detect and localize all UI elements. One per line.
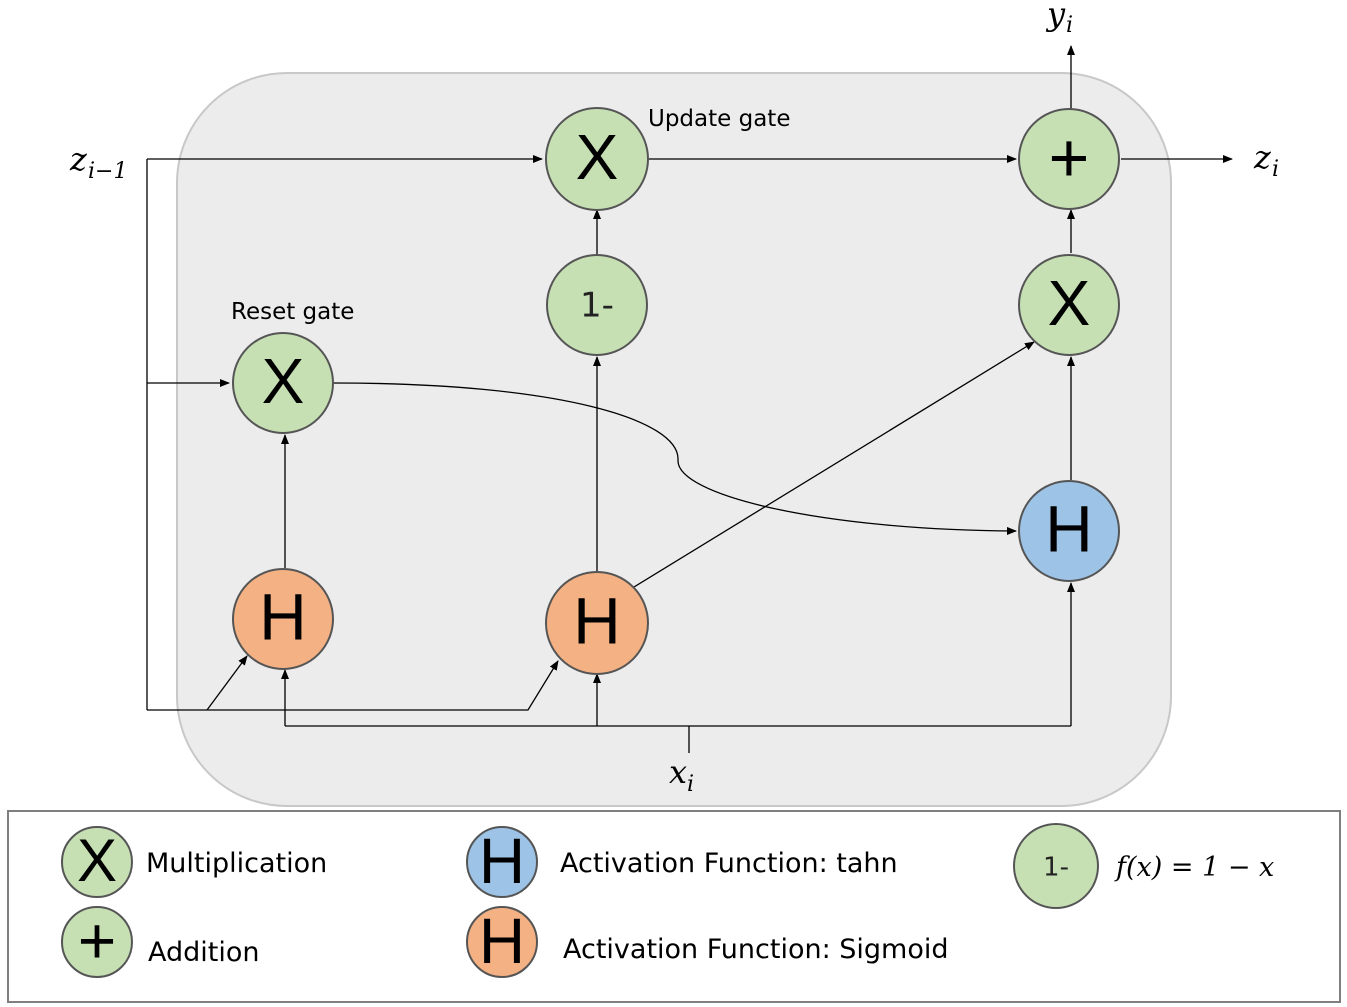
activation-icon: H: [259, 579, 307, 653]
y-out-label: y i: [1045, 0, 1073, 38]
legend-one-minus-circle: [1013, 823, 1099, 909]
node-one-minus: 1-: [546, 254, 648, 356]
z-prev-label: z i−1: [69, 140, 127, 184]
multiply-icon: X: [77, 827, 117, 894]
node-right-mult: X: [1018, 254, 1120, 356]
bus-to-sigmoid-reset: [206, 655, 248, 711]
y-out-symbol: y: [1045, 0, 1066, 33]
activation-icon: H: [573, 583, 621, 657]
node-tanh: H: [1018, 480, 1120, 582]
legend-tanh-circle: [466, 826, 538, 898]
right-mult-circle: [1018, 254, 1120, 356]
reset-gate-label: Reset gate: [231, 299, 354, 325]
update-mult-circle: [545, 107, 649, 211]
gru-cell-box: [176, 72, 1172, 807]
multiply-icon: X: [1048, 267, 1091, 339]
plus-icon: +: [78, 903, 117, 977]
legend-mult-circle: [61, 826, 133, 898]
legend-box: [7, 810, 1341, 1003]
legend-multiplication: X Multiplication: [61, 826, 327, 898]
activation-icon: H: [479, 825, 525, 897]
z-prev-subscript: i−1: [88, 159, 127, 184]
reset-mult-circle: [232, 332, 334, 434]
legend-tanh-label: Activation Function: tahn: [560, 848, 898, 879]
x-in-symbol: x: [669, 753, 687, 791]
legend-add-label: Addition: [148, 937, 260, 968]
one-minus-icon: 1-: [1043, 853, 1069, 883]
activation-icon: H: [479, 905, 525, 977]
connections: [146, 45, 1233, 753]
z-out-subscript: i: [1272, 157, 1279, 182]
node-update-mult: X: [545, 107, 649, 211]
z-out-label: z i: [1253, 138, 1279, 182]
x-in-subscript: i: [687, 772, 694, 797]
sigmoid-update-to-right-mult: [633, 341, 1035, 588]
tanh-circle: [1018, 480, 1120, 582]
multiply-icon: X: [262, 345, 305, 417]
legend-mult-label: Multiplication: [146, 848, 327, 879]
update-gate-label: Update gate: [648, 106, 790, 132]
legend-one-minus: 1- f(x) = 1 − x: [1013, 823, 1274, 909]
legend-sigmoid-label: Activation Function: Sigmoid: [563, 934, 949, 965]
one-minus-icon: 1-: [580, 286, 614, 326]
activation-icon: H: [1045, 491, 1093, 565]
reset-mult-to-tanh: [333, 382, 1017, 535]
legend-add-circle: [61, 906, 133, 978]
legend-addition: + Addition: [61, 903, 260, 978]
legend-tanh: H Activation Function: tahn: [466, 825, 898, 898]
node-sigmoid-update: H: [545, 571, 649, 675]
legend: X Multiplication + Addition H Activation…: [7, 810, 1341, 1003]
node-reset-mult: X: [232, 332, 334, 434]
node-sigmoid-reset: H: [232, 568, 334, 670]
z-out-symbol: z: [1253, 138, 1272, 176]
z-prev-symbol: z: [69, 140, 88, 178]
legend-sigmoid-circle: [466, 906, 538, 978]
sigmoid-reset-circle: [232, 568, 334, 670]
one-minus-circle: [546, 254, 648, 356]
bottom-bus: [147, 660, 559, 711]
node-add: +: [1018, 108, 1120, 210]
y-out-subscript: i: [1066, 13, 1073, 38]
legend-sigmoid: H Activation Function: Sigmoid: [466, 905, 949, 978]
add-circle: [1018, 108, 1120, 210]
sigmoid-update-circle: [545, 571, 649, 675]
plus-icon: +: [1049, 118, 1090, 196]
legend-one-minus-formula: f(x) = 1 − x: [1114, 852, 1274, 883]
multiply-icon: X: [576, 121, 619, 193]
x-in-label: x i: [669, 753, 694, 797]
